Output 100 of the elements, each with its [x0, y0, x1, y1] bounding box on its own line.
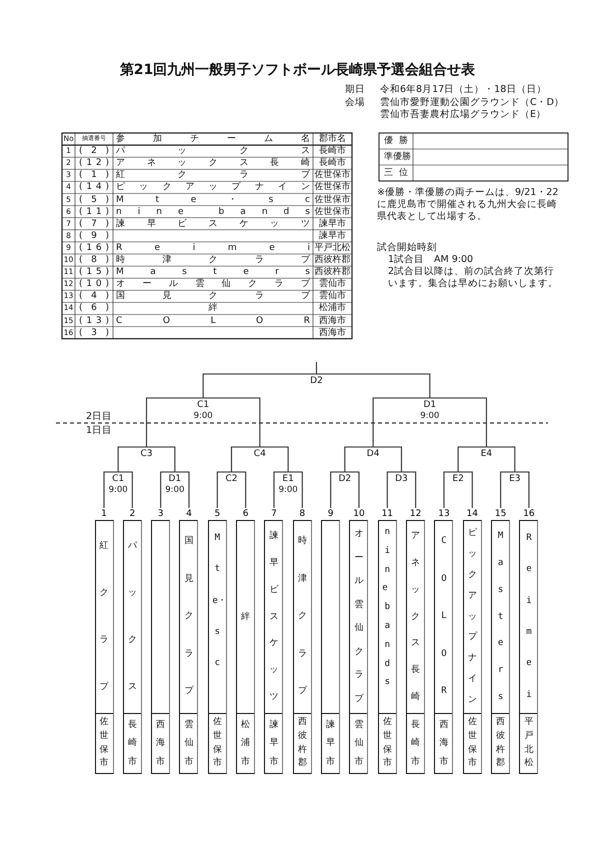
team-name: 紅クラブ: [116, 170, 310, 180]
team-name: 絆: [208, 303, 218, 314]
match-label: D4: [360, 447, 386, 459]
header-label: 会場: [345, 97, 366, 109]
team-name: Mte・sc: [212, 532, 222, 670]
team-name: ピックアップナイン: [467, 526, 478, 708]
note-text: 2試合目以降は、前の試合終了次第行います。集合は早めにお願いします。: [388, 266, 559, 290]
bracket-line: [160, 471, 175, 508]
title: 第21回九州一般男子ソフトボール長崎県予選会組合せ表: [118, 61, 476, 79]
draw-number: (6): [79, 303, 109, 314]
team-box: [519, 520, 538, 774]
note-text: ※優勝・準優勝の両チームは、9/21・22に鹿児島市で開催される九州大会に長崎県代表として出場する。: [377, 187, 560, 223]
city-name: 平戸北松: [524, 716, 534, 770]
team-name: COLOR: [440, 535, 448, 698]
team-name: ピックアップナイン: [116, 182, 310, 192]
bracket-line: [386, 471, 402, 508]
bracket-line: [203, 397, 260, 447]
draw-number: (4): [79, 291, 109, 302]
match-label: D2: [332, 472, 358, 484]
city-name: 西海市: [438, 719, 449, 769]
city-name: 雲仙市: [318, 279, 347, 290]
team-box: [179, 520, 198, 774]
city-name: 雲仙市: [318, 291, 347, 302]
draw-number: (14): [79, 182, 109, 192]
bracket-line: [231, 471, 246, 508]
city-name: 西彼杵郡: [297, 716, 308, 770]
draw-number: (12): [79, 158, 109, 168]
seed-number: 4: [185, 509, 193, 519]
city-name: 佐世保市: [212, 716, 222, 770]
bracket-line: [146, 446, 176, 472]
team-name: 時津クラブ: [116, 255, 310, 266]
bracket-line: [330, 471, 345, 508]
match-label: C1: [190, 398, 216, 410]
draw-number: (8): [79, 255, 109, 266]
seed-number: 2: [128, 509, 136, 519]
bracket-line: [344, 446, 374, 472]
team-name: 紅クラブ: [99, 540, 109, 694]
start-time: 9:00: [164, 485, 186, 495]
seed-number: 9: [326, 509, 334, 519]
team-box: [434, 520, 454, 774]
team-box: [264, 520, 284, 774]
team-name: Mte・sc: [116, 194, 310, 205]
team-name: COLOR: [116, 316, 310, 326]
bracket-line: [230, 446, 260, 472]
city-name: 平戸北松: [314, 242, 351, 253]
bracket-line: [216, 471, 232, 508]
match-label: E1: [275, 472, 302, 484]
team-name: 絆: [240, 610, 251, 624]
seed-number: 15: [494, 509, 508, 519]
bracket-line: [316, 373, 430, 398]
seed-number: 7: [270, 509, 278, 519]
seed-number: 12: [408, 509, 422, 519]
draw-number: (7): [79, 218, 109, 229]
team-name: 諫早ビスケッツ: [268, 530, 279, 704]
city-name: 佐世保市: [467, 716, 478, 770]
team-name: 国見クラブ: [116, 291, 310, 302]
bracket-line: [118, 471, 133, 508]
place-label: 三位: [384, 167, 408, 179]
match-label: C1: [105, 472, 132, 484]
team-name: nine bands: [116, 206, 310, 217]
city-name: 雲仙市: [354, 718, 364, 769]
team-name: パックス: [116, 146, 310, 156]
city-name: 長崎市: [127, 718, 138, 769]
team-box: [349, 520, 368, 774]
team-name: nine bands: [382, 526, 391, 690]
city-name: 佐世保市: [314, 182, 351, 192]
team-box: [406, 520, 426, 774]
bracket-line: [118, 446, 146, 472]
city-name: 諫早市: [318, 230, 347, 241]
seed-number: 13: [437, 509, 451, 519]
seed-number: 1: [100, 509, 108, 519]
draw-number: (1): [79, 170, 109, 180]
team-name: オール雲仙クラブ: [116, 279, 310, 290]
team-name: Reimei: [525, 532, 533, 702]
place-label: 優勝: [384, 135, 408, 147]
bracket-line: [373, 446, 402, 472]
team-box: [151, 520, 170, 774]
date-text: 令和6年8月17日（土）・18日（日）: [380, 84, 548, 96]
team-box: [292, 520, 312, 774]
seed-number: 10: [352, 509, 366, 519]
team-name: Masters: [496, 530, 504, 704]
city-name: 諫早市: [318, 218, 347, 229]
bracket-line: [500, 471, 515, 508]
match-label: E2: [445, 472, 472, 484]
city-name: 西海市: [318, 328, 347, 338]
city-name: 長崎市: [318, 158, 347, 168]
draw-number: (3): [79, 328, 109, 338]
match-label: C3: [133, 447, 160, 459]
match-label: D1: [416, 398, 443, 410]
bracket-line: [458, 471, 473, 508]
city-name: 長崎市: [410, 718, 421, 769]
city-name: 松浦市: [240, 718, 251, 769]
city-name: 雲仙市: [184, 718, 194, 769]
team-box: [122, 520, 142, 774]
column-header: 参加チーム名: [116, 134, 310, 144]
team-box: [491, 520, 510, 774]
match-label: C2: [218, 472, 244, 484]
draw-number: (16): [79, 242, 109, 253]
seed-number: 6: [242, 509, 250, 519]
draw-number: (15): [79, 267, 109, 278]
